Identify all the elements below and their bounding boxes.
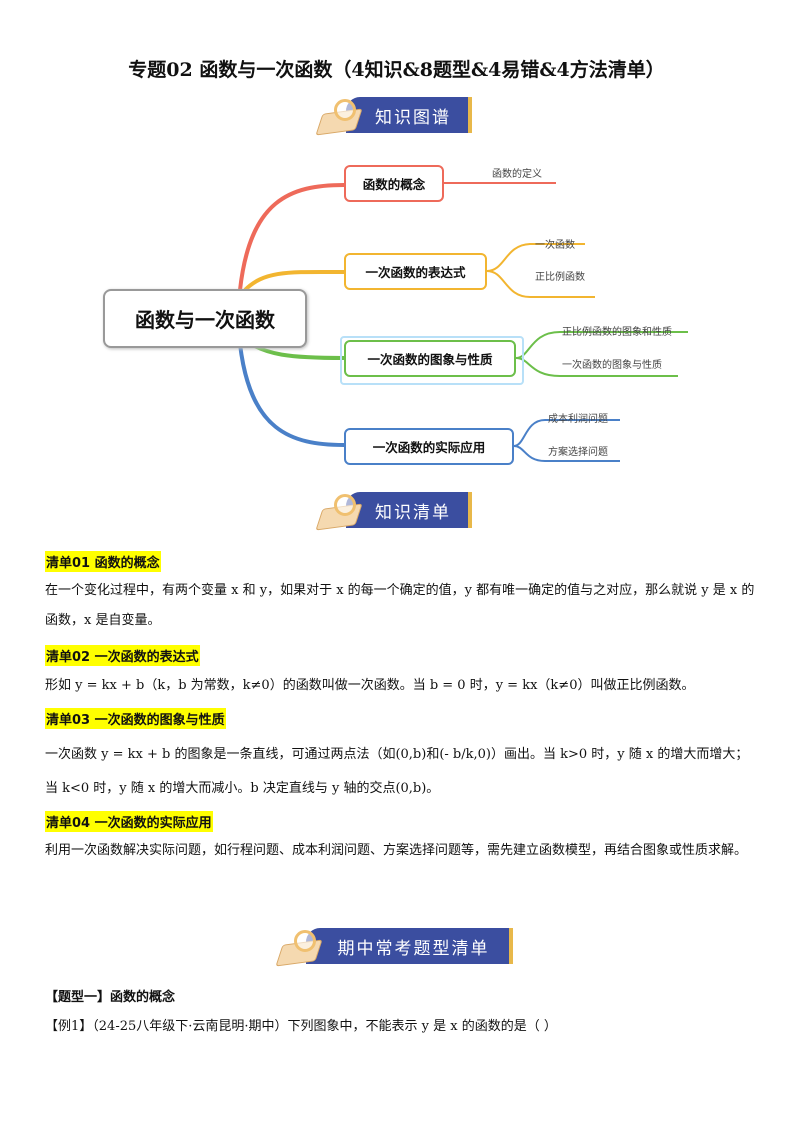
mindmap-leaf: 函数的定义 [492, 169, 542, 180]
mindmap-leaf: 正比例函数的图象和性质 [562, 327, 672, 338]
section-text: 在一个变化过程中，有两个变量 x 和 y，如果对于 x 的每一个确定的值，y 都… [45, 583, 755, 628]
banner-knowledge-list: 知识清单 [315, 492, 472, 531]
mindmap-node-expression: 一次函数的表达式 [344, 253, 487, 290]
example-question: 【例1】（24-25八年级下·云南昆明·期中）下列图象中，不能表示 y 是 x … [45, 1019, 557, 1034]
section-text: 利用一次函数解决实际问题，如行程问题、成本利润问题、方案选择问题等，需先建立函数… [45, 843, 748, 858]
magnifier-icon [334, 99, 356, 121]
section-heading: 清单02 一次函数的表达式 [45, 645, 200, 666]
section-text: 一次函数 y = kx + b 的图象是一条直线，可通过两点法（如(0,b)和(… [45, 747, 749, 796]
mindmap-leaf: 成本利润问题 [548, 414, 608, 425]
mindmap-center-node: 函数与一次函数 [103, 289, 307, 348]
mindmap-node-concept: 函数的概念 [344, 165, 444, 202]
magnifier-icon [294, 930, 316, 952]
type-heading: 【题型一】函数的概念 [45, 990, 176, 1005]
page-title: 专题02 函数与一次函数（4知识&8题型&4易错&4方法清单） [128, 59, 665, 81]
section-heading: 清单04 一次函数的实际应用 [45, 811, 213, 832]
banner-exam-types: 期中常考题型清单 [275, 928, 513, 967]
selection-outline [340, 336, 524, 385]
section-text: 形如 y = kx + b（k，b 为常数，k≠0）的函数叫做一次函数。当 b … [45, 678, 695, 693]
mindmap-leaf: 正比例函数 [535, 272, 585, 283]
mindmap-node-graph: 一次函数的图象与性质 [344, 340, 516, 377]
section-heading: 清单01 函数的概念 [45, 551, 161, 572]
mindmap-node-application: 一次函数的实际应用 [344, 428, 514, 465]
banner-knowledge-map: 知识图谱 [315, 97, 472, 136]
mindmap-leaf: 一次函数 [535, 240, 575, 251]
mindmap-leaf: 方案选择问题 [548, 447, 608, 458]
section-heading: 清单03 一次函数的图象与性质 [45, 708, 226, 729]
magnifier-icon [334, 494, 356, 516]
mindmap-leaf: 一次函数的图象与性质 [562, 360, 662, 371]
